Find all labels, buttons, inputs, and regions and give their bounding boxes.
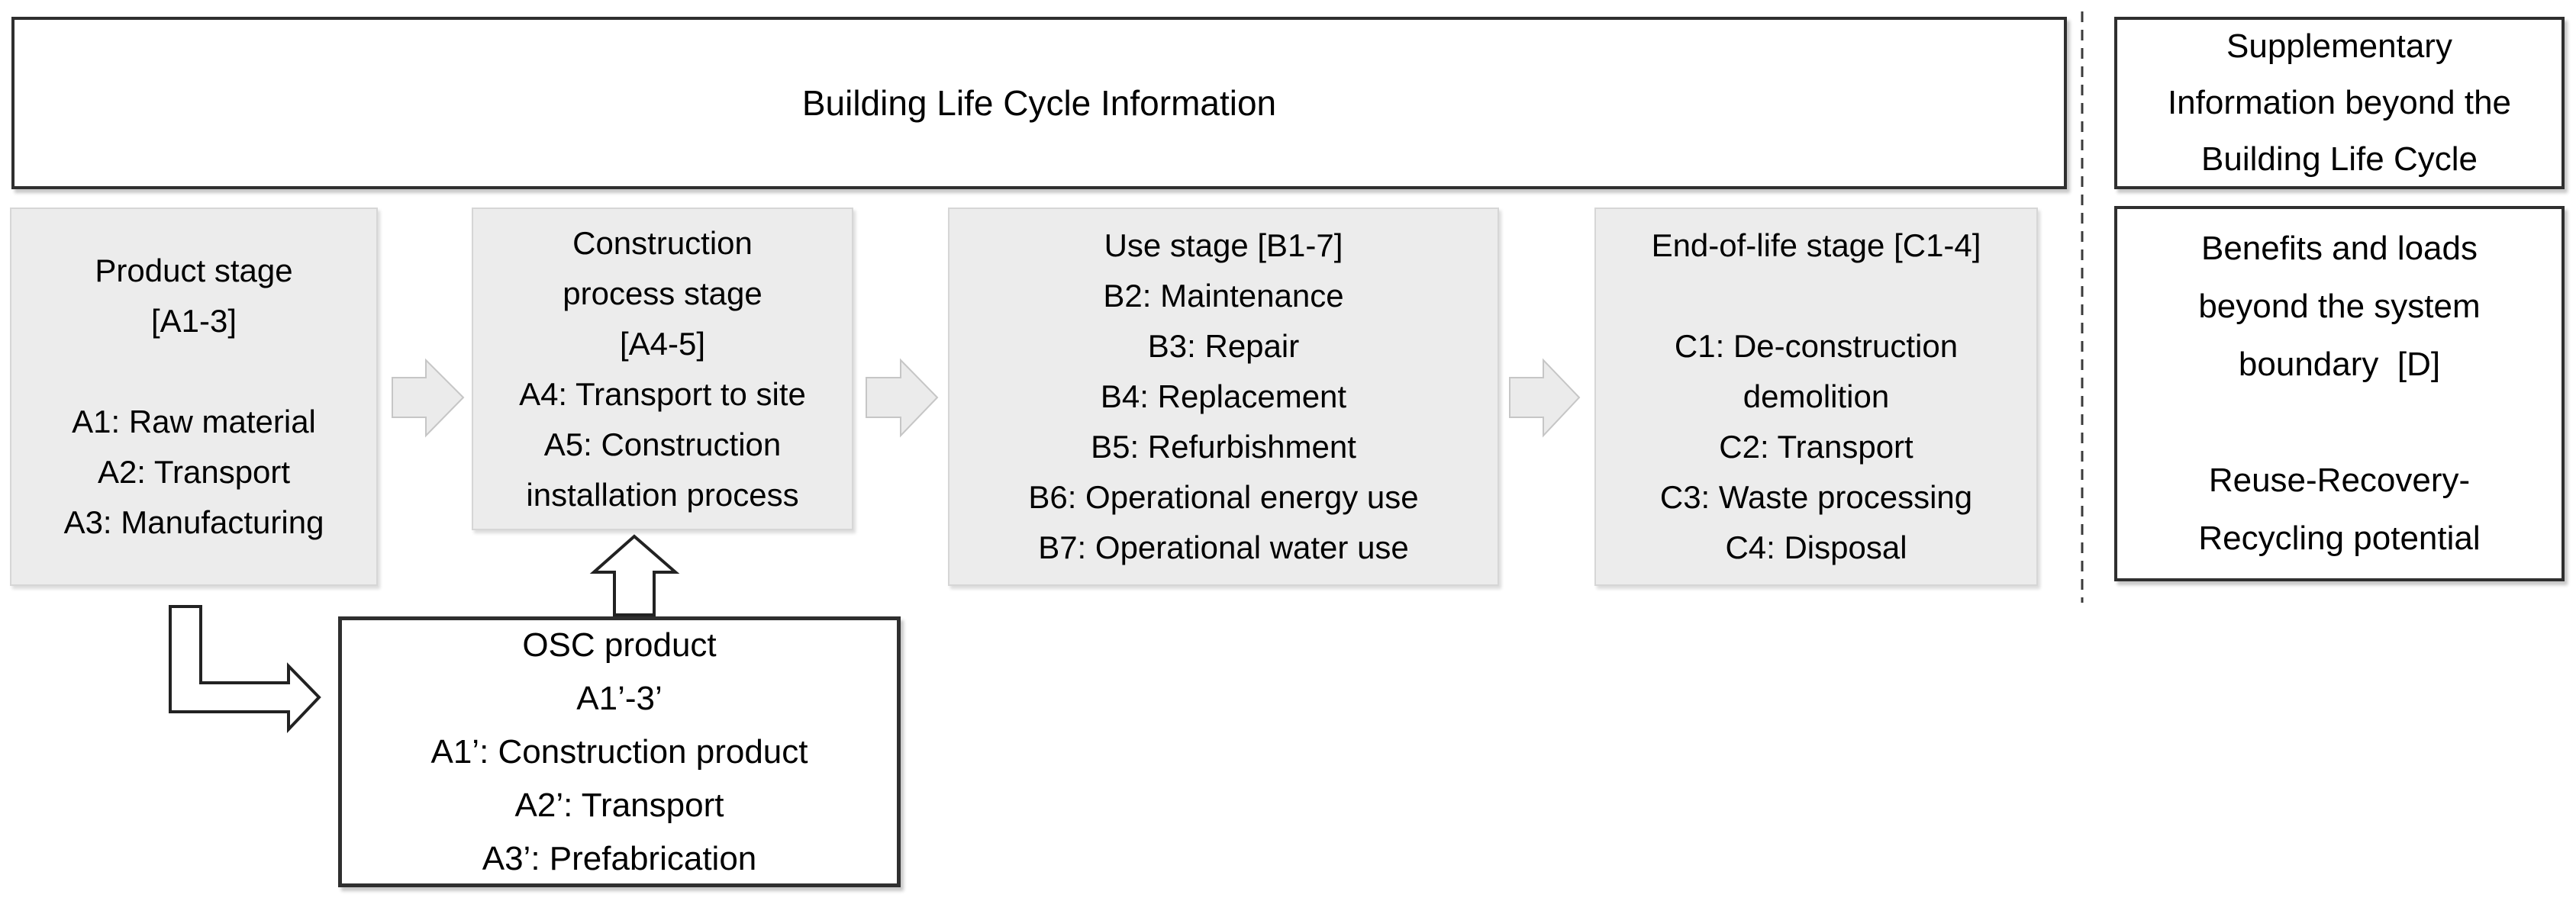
end-of-life-stage-box: End-of-life stage [C1-4] C1: De-construc… bbox=[1594, 208, 2038, 586]
text-line: process stage bbox=[563, 275, 762, 311]
text-line: A4: Transport to site bbox=[519, 375, 806, 412]
text-line: Information beyond the bbox=[2167, 84, 2512, 121]
text-line bbox=[11, 346, 376, 397]
block-arrow-product-to-construction-icon bbox=[392, 358, 465, 438]
text-line: Building Life Cycle bbox=[2201, 140, 2478, 178]
text-line: B2: Maintenance bbox=[1103, 278, 1344, 314]
text-line: C1: De-construction bbox=[1674, 328, 1959, 364]
text-line: A3: Manufacturing bbox=[63, 504, 324, 540]
block-arrow-construction-to-use-icon bbox=[866, 358, 939, 438]
text-line: Benefits and loads bbox=[2200, 230, 2478, 267]
text-line bbox=[1596, 271, 2036, 321]
text-line: B4: Replacement bbox=[1100, 378, 1347, 414]
benefits-and-loads-box: Benefits and loads beyond the system bound… bbox=[2114, 206, 2565, 581]
text-line: Construction bbox=[572, 224, 753, 261]
banner-title: Building Life Cycle Information bbox=[801, 83, 1277, 123]
text-line: Reuse-Recovery- bbox=[2208, 462, 2471, 499]
text-line: beyond the system bbox=[2198, 288, 2481, 325]
text-line: A5: Construction bbox=[543, 426, 782, 462]
elbow-arrow-product-to-osc-icon bbox=[169, 605, 321, 733]
text-line: End-of-life stage [C1-4] bbox=[1651, 227, 1981, 263]
text-line: A3’: Prefabrication bbox=[482, 839, 757, 877]
text-line: A1’-3’ bbox=[576, 679, 663, 717]
text-line: C2: Transport bbox=[1719, 429, 1913, 465]
text-line: B5: Refurbishment bbox=[1091, 429, 1356, 465]
text-line: B7: Operational water use bbox=[1038, 529, 1409, 565]
text-line: [A1-3] bbox=[150, 303, 237, 339]
text-line: Product stage bbox=[95, 253, 293, 288]
text-line: installation process bbox=[526, 476, 799, 513]
text-line: OSC product bbox=[522, 626, 717, 664]
text-line: B6: Operational energy use bbox=[1028, 479, 1419, 515]
text-line: A1: Raw material bbox=[72, 404, 316, 439]
text-line: boundary [D] bbox=[2238, 346, 2441, 383]
text-line: Recycling potential bbox=[2198, 520, 2481, 557]
text-line: A2’: Transport bbox=[514, 786, 724, 824]
building-life-cycle-banner: Building Life Cycle Information bbox=[11, 17, 2067, 189]
text-line: Supplementary bbox=[2226, 27, 2452, 65]
construction-process-stage-box: Construction process stage [A4-5] A4: Trans… bbox=[472, 208, 853, 530]
text-line: C3: Waste processing bbox=[1659, 479, 1973, 515]
text-line: demolition bbox=[1743, 378, 1890, 414]
text-line: B3: Repair bbox=[1147, 328, 1300, 364]
text-line: A2: Transport bbox=[97, 454, 291, 490]
up-arrow-osc-to-construction-icon bbox=[589, 534, 680, 616]
text-line: [A4-5] bbox=[619, 325, 706, 362]
text-line: Use stage [B1-7] bbox=[1104, 227, 1343, 263]
text-line bbox=[2117, 394, 2561, 452]
text-line: C4: Disposal bbox=[1725, 529, 1907, 565]
text-line: A1’: Construction product bbox=[430, 732, 808, 771]
block-arrow-use-to-endoflife-icon bbox=[1509, 358, 1581, 438]
